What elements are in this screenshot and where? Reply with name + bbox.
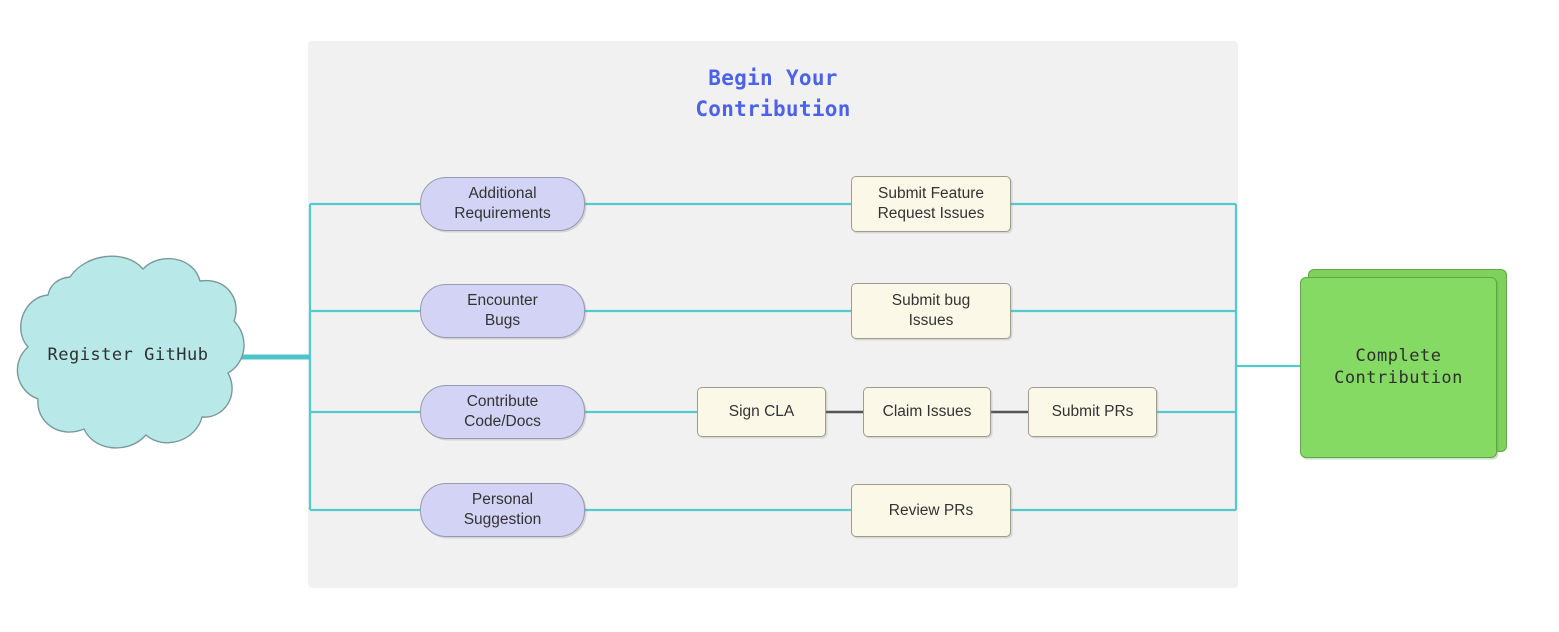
start-node-cloud[interactable] xyxy=(8,247,248,462)
action-node-submit-bug-issues[interactable]: Submit bug Issues xyxy=(851,283,1011,339)
action-node-sign-cla[interactable]: Sign CLA xyxy=(697,387,826,437)
trigger-node-encounter-bugs[interactable]: Encounter Bugs xyxy=(420,284,585,338)
action-label: Review PRs xyxy=(888,501,974,519)
action-node-submit-prs[interactable]: Submit PRs xyxy=(1028,387,1157,437)
cloud-shape xyxy=(16,255,245,449)
action-label: Sign CLA xyxy=(728,403,795,421)
action-node-claim-issues[interactable]: Claim Issues xyxy=(863,387,991,437)
trigger-label: Personal Suggestion xyxy=(463,491,542,528)
action-label: Submit Feature Request Issues xyxy=(877,185,985,222)
page-title: Begin Your Contribution xyxy=(695,66,851,122)
end-node-label: Complete Contribution xyxy=(1334,345,1463,388)
trigger-label: Encounter Bugs xyxy=(467,292,538,329)
action-label: Submit bug Issues xyxy=(891,292,971,329)
trigger-node-contribute-code-docs[interactable]: Contribute Code/Docs xyxy=(420,385,585,439)
action-node-submit-feature-request-issues[interactable]: Submit Feature Request Issues xyxy=(851,176,1011,232)
action-label: Claim Issues xyxy=(882,403,972,421)
action-label: Submit PRs xyxy=(1051,403,1134,421)
end-node-complete-contribution[interactable]: Complete Contribution xyxy=(1300,277,1497,458)
trigger-label: Contribute Code/Docs xyxy=(464,393,541,430)
trigger-node-additional-requirements[interactable]: Additional Requirements xyxy=(420,177,585,231)
action-node-review-prs[interactable]: Review PRs xyxy=(851,484,1011,537)
trigger-label: Additional Requirements xyxy=(454,185,551,222)
trigger-node-personal-suggestion[interactable]: Personal Suggestion xyxy=(420,483,585,537)
